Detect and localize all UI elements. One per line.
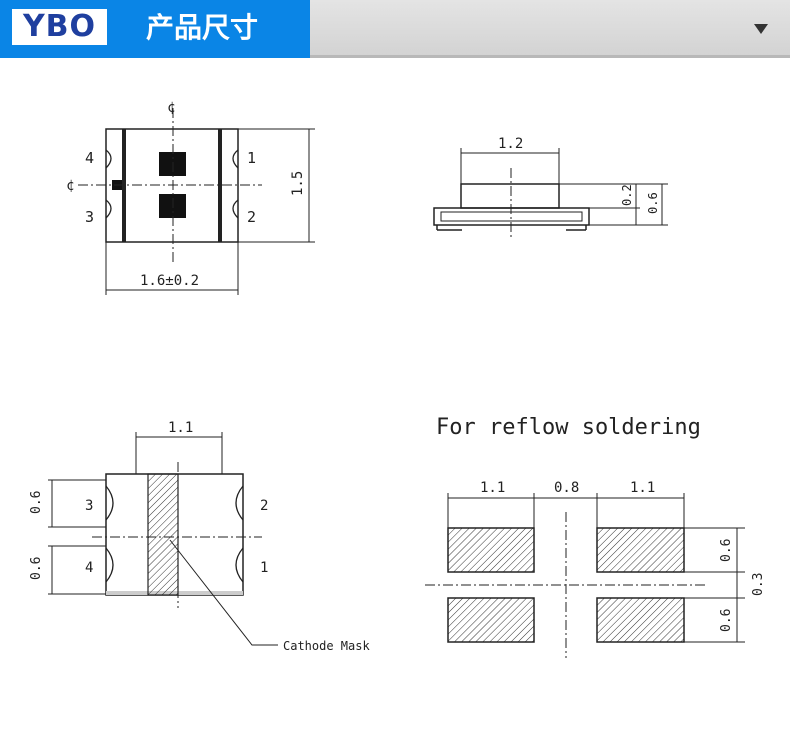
bottom-view-width-dim: 1.1 xyxy=(168,420,193,436)
bottom-view-pin-1: 1 xyxy=(260,560,268,576)
bottom-view-pin-2: 2 xyxy=(260,498,268,514)
reflow-pad-drawing xyxy=(425,493,745,658)
triangle-down-icon xyxy=(754,24,768,34)
side-view-drawing xyxy=(433,148,668,240)
top-view-centerline-mark-h: ¢ xyxy=(66,178,74,194)
top-view-width-dim: 1.6±0.2 xyxy=(140,273,199,289)
side-view-dim-b: 0.6 xyxy=(646,192,660,214)
brand-logo-text: YBO xyxy=(22,9,97,44)
reflow-dim-pad-top: 0.6 xyxy=(719,539,734,562)
bottom-view-pin-3: 3 xyxy=(85,498,93,514)
page-title: 产品尺寸 xyxy=(146,11,259,44)
side-view-dim-a: 0.2 xyxy=(620,184,634,206)
cathode-mask-label: Cathode Mask xyxy=(283,639,370,653)
reflow-title: For reflow soldering xyxy=(436,415,701,440)
page-header: YBO 产品尺寸 xyxy=(0,0,790,58)
reflow-dim-gap-v: 0.3 xyxy=(751,573,766,596)
top-view-pin-2: 2 xyxy=(247,208,256,226)
bottom-view-pad-dim-bottom: 0.6 xyxy=(29,557,44,580)
bottom-view-pin-4: 4 xyxy=(85,560,93,576)
top-view-pin-4: 4 xyxy=(85,149,94,167)
reflow-dim-right: 1.1 xyxy=(630,480,655,496)
top-view-height-dim: 1.5 xyxy=(290,171,306,196)
side-view-dome xyxy=(460,183,560,209)
top-view-pin-3: 3 xyxy=(85,208,94,226)
brand-logo[interactable]: YBO xyxy=(12,9,107,45)
reflow-dim-left: 1.1 xyxy=(480,480,505,496)
dropdown-toggle[interactable] xyxy=(751,20,771,38)
reflow-dim-gap: 0.8 xyxy=(554,480,579,496)
top-view-centerline-mark: ¢ xyxy=(167,100,175,116)
reflow-dim-pad-bottom: 0.6 xyxy=(719,609,734,632)
side-view-width-dim: 1.2 xyxy=(498,136,523,152)
bottom-view-pad-dim-top: 0.6 xyxy=(29,491,44,514)
bottom-view-drawing xyxy=(48,432,278,646)
top-view-pin-1: 1 xyxy=(247,149,256,167)
top-view-drawing xyxy=(78,108,315,295)
header-grey-band xyxy=(310,0,790,58)
cathode-mask-area xyxy=(147,473,179,596)
